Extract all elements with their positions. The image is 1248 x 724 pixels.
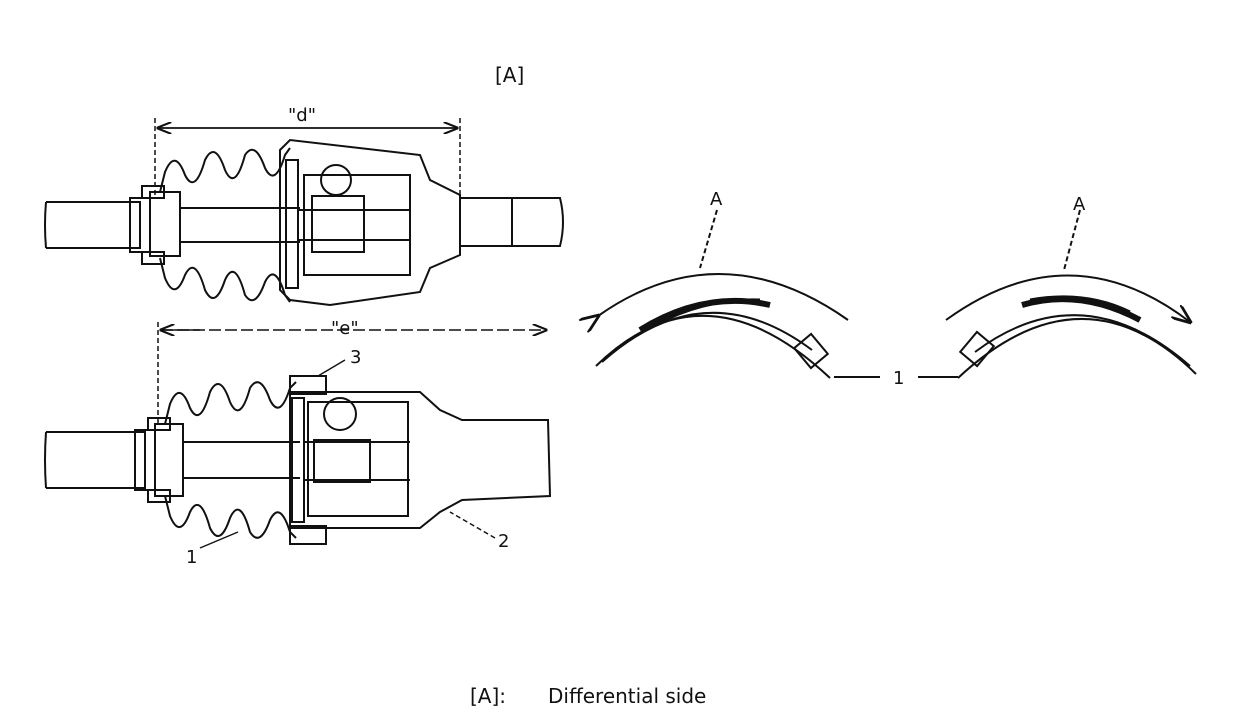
upper-joint-drawing xyxy=(44,138,564,307)
arrow-label-left: A xyxy=(710,189,723,210)
callout-2: 2 xyxy=(498,531,509,552)
dimension-e-label: "e" xyxy=(331,318,359,339)
top-label: [A] xyxy=(495,63,524,87)
caption-key: [A]: xyxy=(470,684,507,708)
lower-joint-drawing xyxy=(44,375,552,545)
clamp-arc-right xyxy=(918,209,1197,379)
dimension-e xyxy=(157,322,546,424)
arrow-label-right: A xyxy=(1073,194,1086,215)
dimension-d xyxy=(154,118,461,195)
clamp-arc-left xyxy=(596,209,880,379)
callout-3: 3 xyxy=(350,347,361,368)
callout-1: 1 xyxy=(186,547,197,568)
callout-leaders xyxy=(199,359,496,549)
clamp-callout: 1 xyxy=(893,368,904,389)
caption-text: Differential side xyxy=(548,684,707,708)
dimension-d-label: "d" xyxy=(288,105,316,126)
